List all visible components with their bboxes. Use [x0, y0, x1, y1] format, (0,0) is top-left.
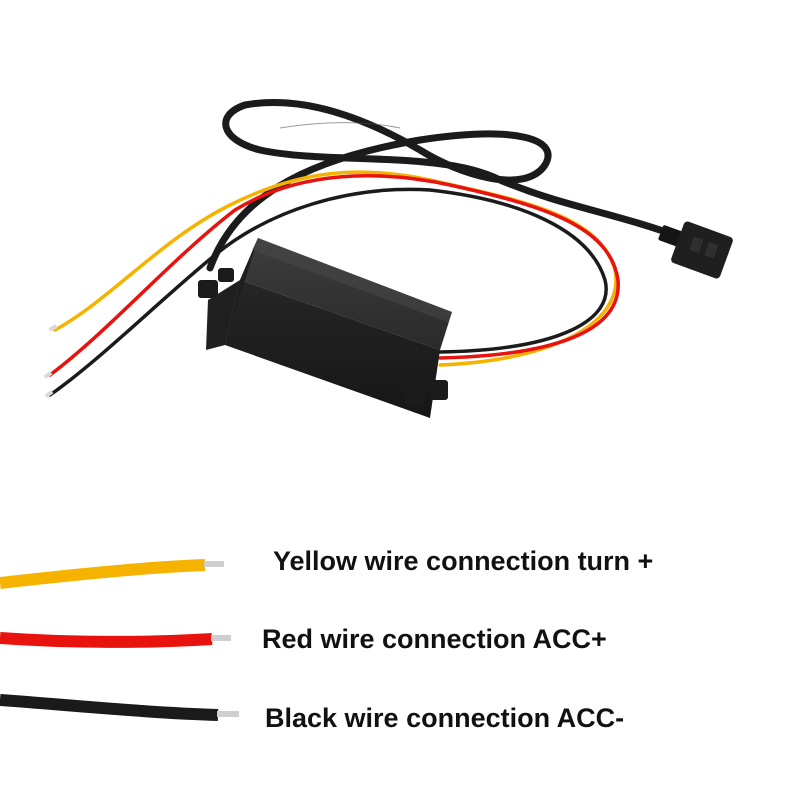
connector-plug — [658, 221, 733, 279]
product-photo — [43, 99, 733, 418]
legend-black-label: Black wire connection ACC- — [265, 703, 625, 733]
legend-yellow-wire: Yellow wire connection turn + — [0, 525, 800, 595]
controller-module — [198, 238, 452, 418]
legend-red-label: Red wire connection ACC+ — [262, 624, 607, 654]
legend-red-wire: Red wire connection ACC+ — [0, 605, 800, 675]
wire-bundle — [48, 170, 620, 397]
yellow-wire-sample — [0, 559, 224, 589]
legend-yellow-label: Yellow wire connection turn + — [273, 546, 654, 576]
red-wire-sample — [0, 632, 231, 648]
black-cable-loop — [206, 99, 664, 272]
black-wire-sample — [0, 694, 239, 721]
legend-black-wire: Black wire connection ACC- — [0, 683, 800, 753]
